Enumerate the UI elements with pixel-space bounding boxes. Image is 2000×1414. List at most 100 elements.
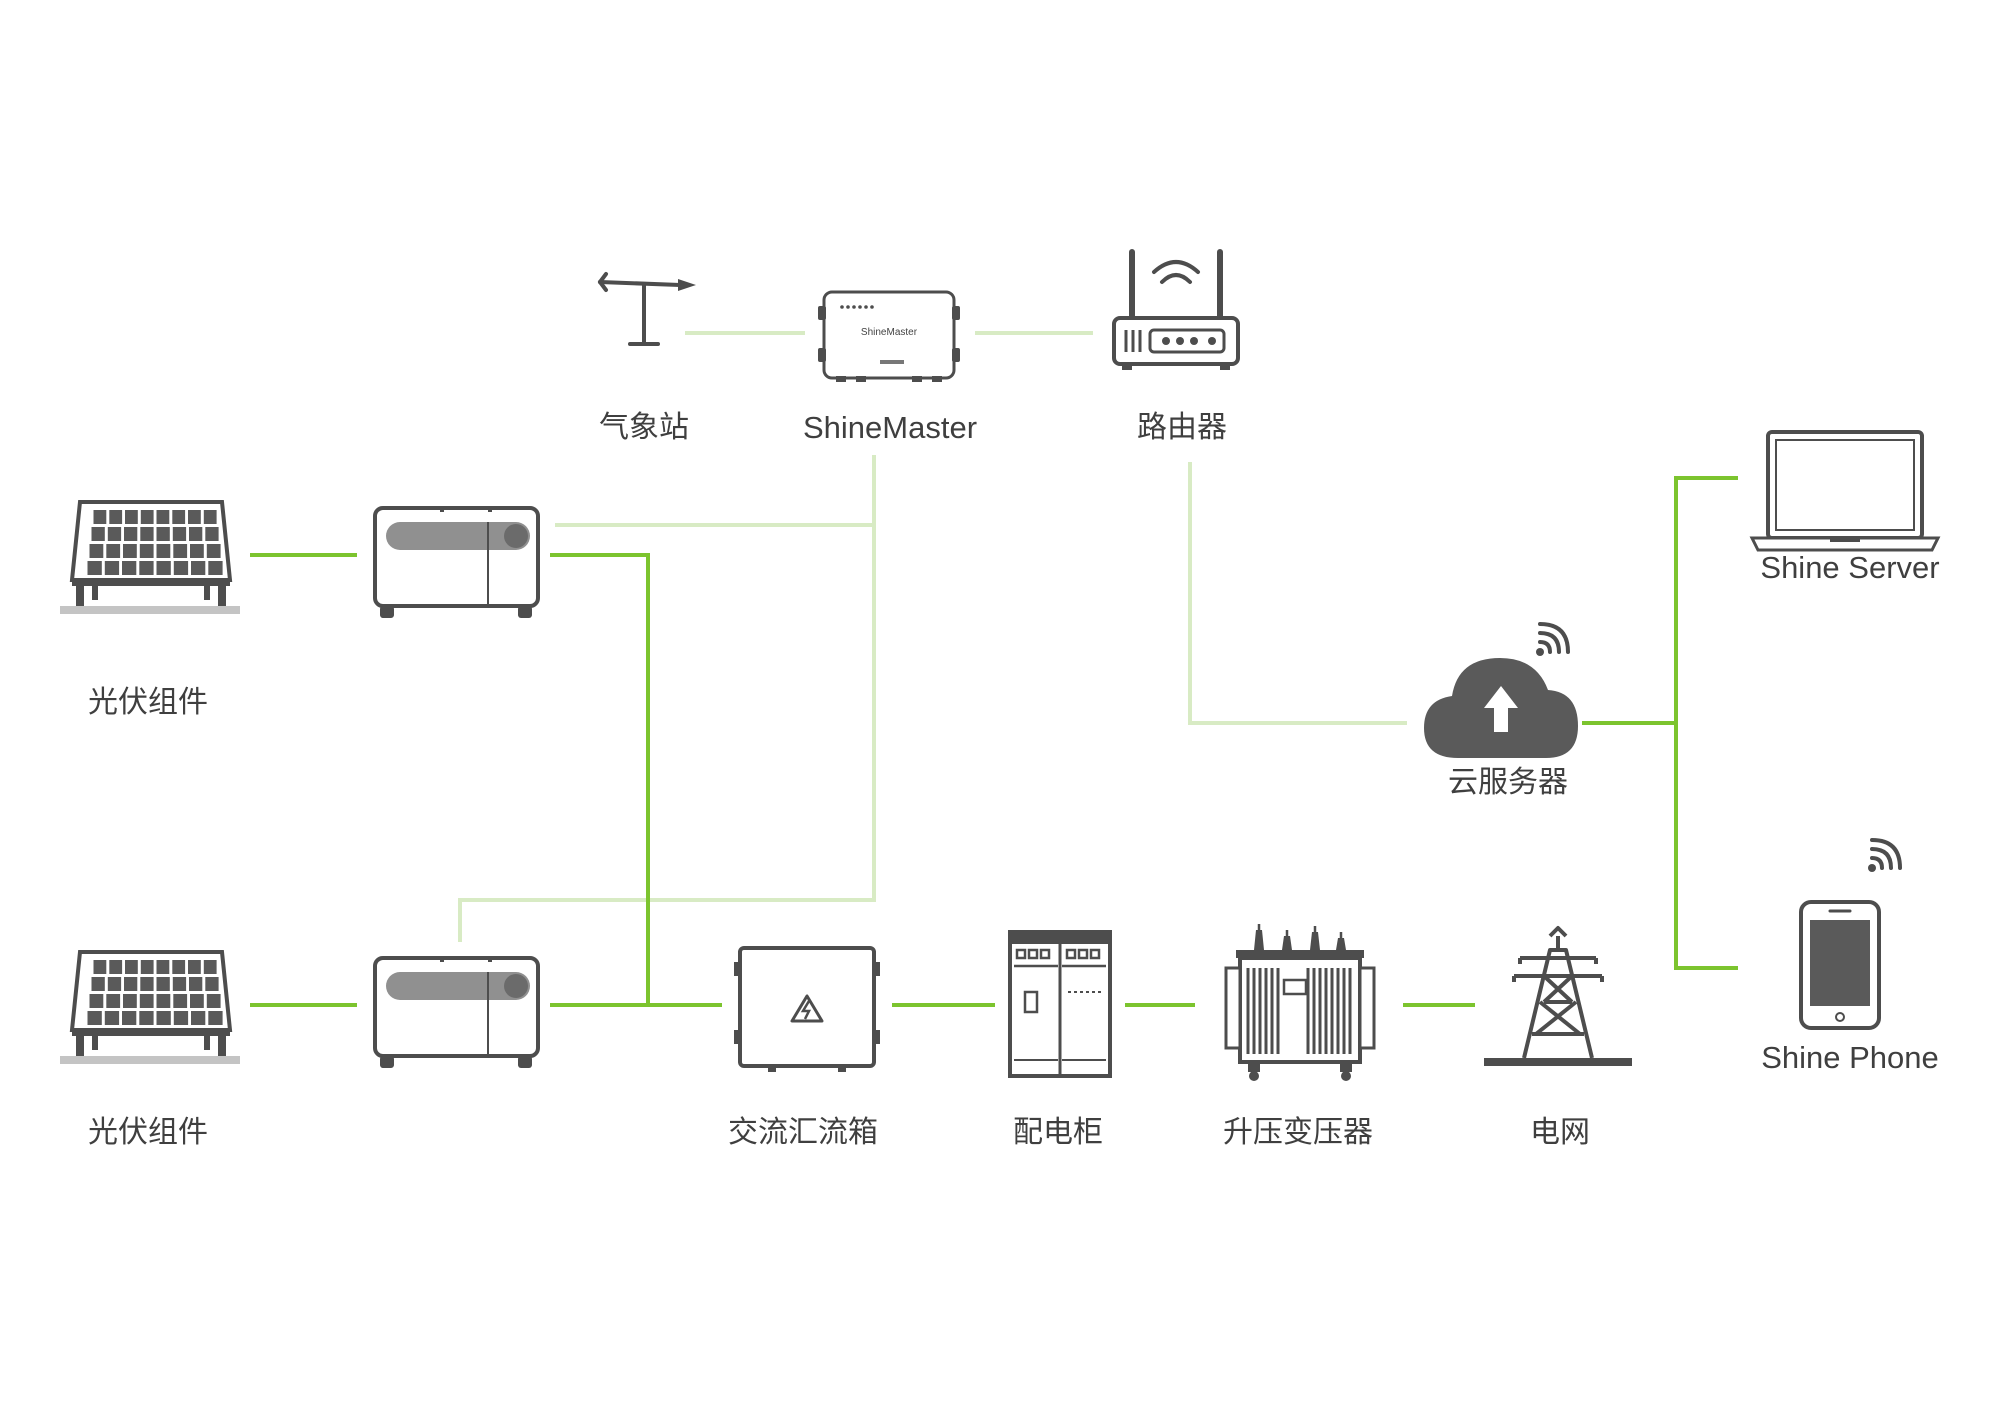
solar-cell <box>172 510 186 524</box>
weather-vane-icon <box>598 272 696 346</box>
solar-cell <box>123 544 137 558</box>
transformer-icon <box>1224 924 1376 1081</box>
solar-cell <box>124 977 138 991</box>
solar-cell <box>188 960 201 974</box>
label-pv-top: 光伏组件 <box>88 685 208 720</box>
solar-cell <box>104 1011 120 1025</box>
solar-cell <box>208 561 223 575</box>
strong-connections <box>250 476 1738 1007</box>
solar-cell <box>189 977 203 991</box>
solar-cell <box>109 510 123 524</box>
solar-cell <box>125 510 138 524</box>
power-tower-icon <box>1484 926 1632 1066</box>
solar-cell <box>191 1011 206 1025</box>
solar-cell <box>156 1011 171 1025</box>
solar-cell <box>139 1011 154 1025</box>
light-connections <box>458 331 1407 942</box>
solar-cell <box>91 527 105 541</box>
label-grid: 电网 <box>1530 1115 1590 1150</box>
link-shinemaster-inverter-top <box>555 455 876 527</box>
solar-cell <box>173 561 189 575</box>
label-weather-station: 气象站 <box>599 410 689 445</box>
solar-cell <box>156 960 170 974</box>
solar-cell <box>188 510 201 524</box>
solar-cell <box>107 527 122 541</box>
solar-cell <box>206 544 221 558</box>
solar-cell <box>156 527 170 541</box>
solar-cell <box>203 960 217 974</box>
solar-cell <box>140 527 154 541</box>
solar-cell <box>172 527 187 541</box>
solar-cell <box>172 977 187 991</box>
solar-cell <box>156 544 171 558</box>
solar-cells <box>87 960 223 1025</box>
laptop-icon <box>1749 430 1941 552</box>
solar-cell <box>93 960 107 974</box>
solar-cell <box>156 561 171 575</box>
solar-cell <box>122 561 137 575</box>
inverter-icon-top <box>373 506 540 618</box>
solar-cell <box>156 994 171 1008</box>
solar-cell <box>173 994 188 1008</box>
inverter-icon-bottom <box>373 956 540 1068</box>
link-shinemaster-inverter-bottom <box>458 525 876 942</box>
solar-cell <box>125 960 138 974</box>
wifi-signal-icon-cloud <box>1536 622 1570 656</box>
link-inverter-top-bus <box>550 553 650 1005</box>
label-shine-server: Shine Server <box>1760 550 1940 585</box>
combiner-box-icon <box>734 946 880 1072</box>
label-cloud-server: 云服务器 <box>1448 765 1568 800</box>
solar-cell <box>106 544 121 558</box>
smartphone-icon <box>1799 900 1881 1030</box>
solar-cell <box>190 544 204 558</box>
solar-panel-icon-top <box>60 500 240 614</box>
solar-cell <box>109 960 123 974</box>
solar-cell <box>122 1011 137 1025</box>
label-distribution-cabinet: 配电柜 <box>1013 1115 1103 1150</box>
solar-cell <box>107 977 122 991</box>
solar-cell <box>156 977 170 991</box>
solar-cell <box>140 510 154 524</box>
solar-panel-icon-bottom <box>60 950 240 1064</box>
link-router-cloud <box>1188 462 1407 725</box>
cabinet-icon <box>1008 930 1112 1078</box>
solar-cell <box>190 994 204 1008</box>
solar-cell <box>139 994 154 1008</box>
solar-cell <box>139 544 154 558</box>
solar-cell <box>140 960 154 974</box>
solar-cell <box>173 1011 189 1025</box>
solar-cell <box>91 977 105 991</box>
label-shinemaster: ShineMaster <box>802 410 978 445</box>
solar-cell <box>123 994 137 1008</box>
label-ac-combiner: 交流汇流箱 <box>728 1115 878 1150</box>
solar-cell <box>173 544 188 558</box>
solar-cell <box>93 510 107 524</box>
solar-cell <box>206 994 221 1008</box>
solar-cell <box>89 544 104 558</box>
datalogger-device-text: ShineMaster <box>861 327 918 338</box>
solar-cell <box>172 960 186 974</box>
solar-cell <box>87 1011 102 1025</box>
solar-cell <box>87 561 102 575</box>
label-transformer: 升压变压器 <box>1223 1115 1373 1150</box>
router-icon <box>1112 249 1240 370</box>
solar-cell <box>208 1011 223 1025</box>
solar-cell <box>104 561 120 575</box>
label-pv-bottom: 光伏组件 <box>88 1115 208 1150</box>
link-bus-server-phone <box>1674 476 1738 970</box>
solar-cell <box>156 510 170 524</box>
solar-cell <box>106 994 121 1008</box>
wifi-signal-icon-phone <box>1868 838 1902 872</box>
solar-cell <box>89 994 104 1008</box>
solar-cell <box>203 510 217 524</box>
solar-cell <box>205 977 219 991</box>
solar-cell <box>139 561 154 575</box>
solar-cell <box>189 527 203 541</box>
solar-cell <box>191 561 206 575</box>
label-shine-phone: Shine Phone <box>1761 1040 1939 1075</box>
solar-cell <box>124 527 138 541</box>
solar-cell <box>140 977 154 991</box>
datalogger-icon: ShineMaster <box>818 290 960 382</box>
